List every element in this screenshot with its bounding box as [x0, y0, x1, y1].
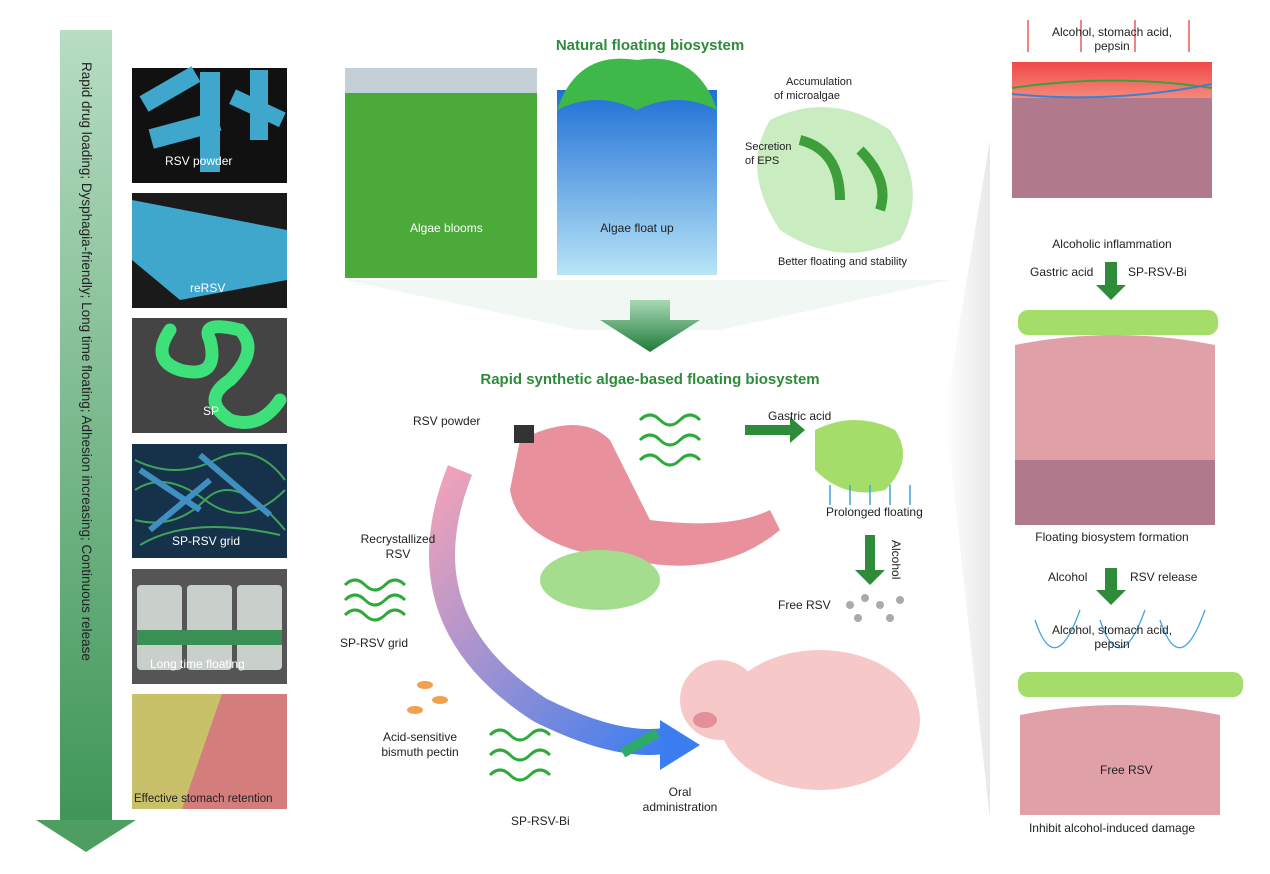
alcohol-label: Alcohol	[889, 540, 903, 579]
bismuth-pectin-icon	[407, 681, 448, 714]
free-rsv-particles	[846, 594, 904, 622]
sp-rsv-bi-label: SP-RSV-Bi	[511, 814, 570, 828]
release-arrows	[1034, 609, 1206, 649]
sp-rsv-bi-icon	[488, 728, 552, 782]
sem-rersv: reRSV	[132, 193, 287, 308]
panel-label: RSV powder	[165, 154, 232, 168]
floating-layer	[1018, 672, 1243, 697]
agents-label-2: Alcohol, stomach acid,pepsin	[1052, 623, 1172, 651]
synthetic-title: Rapid synthetic algae-based floating bio…	[480, 371, 819, 388]
sp-rsv-bi-stomach-icon	[638, 413, 702, 467]
damage-arrows	[1027, 20, 1190, 52]
photo-label: Algae blooms	[410, 221, 483, 235]
zoom-wedge	[945, 140, 990, 820]
panel-label: Effective stomach retention	[134, 793, 273, 805]
healthy-tissue	[1015, 335, 1215, 525]
down-arrow	[600, 300, 700, 352]
panel-label: Algae float up	[600, 221, 674, 235]
syringe-icon	[620, 728, 660, 758]
rsv-powder-label: RSV powder	[413, 414, 480, 428]
progress-arrow	[36, 30, 136, 852]
down-arrow	[1096, 568, 1126, 605]
free-rsv-label: Free RSV	[778, 598, 831, 612]
panel-label: reRSV	[190, 281, 225, 295]
algae-float-panel: Algae float up	[557, 58, 717, 275]
agents-label: Alcohol, stomach acid,pepsin	[1052, 25, 1172, 53]
pig-illustration	[680, 650, 920, 790]
photo-algae-blooms: Algae blooms	[345, 68, 537, 278]
floating-grid-icon	[815, 420, 903, 493]
photo-vials: Long time floating	[132, 569, 287, 684]
formation-label: Floating biosystem formation	[1035, 530, 1188, 544]
down-arrow-alcohol	[855, 535, 885, 585]
sp-rsv-bi-label: SP-RSV-Bi	[1128, 265, 1187, 279]
sem-rsv-powder: RSV powder	[132, 66, 287, 183]
natural-title: Natural floating biosystem	[556, 37, 744, 54]
rsv-powder-cubes	[514, 425, 534, 443]
panel-label: Long time floating	[150, 657, 245, 671]
better-label: Better floating and stability	[778, 256, 908, 268]
process-curve-arrow	[429, 465, 673, 755]
free-rsv-label: Free RSV	[1100, 763, 1153, 777]
panel-label: SP-RSV grid	[172, 534, 240, 548]
upward-arrows	[829, 485, 911, 505]
sem-sp-rsv-grid: SP-RSV grid	[132, 444, 287, 558]
gastric-acid-label: Gastric acid	[768, 409, 831, 423]
gastric-acid-label: Gastric acid	[1030, 265, 1093, 279]
sem-sp: SP	[132, 318, 287, 433]
alcohol-label: Alcohol	[1048, 570, 1087, 584]
right-arrow	[745, 417, 805, 443]
stomach-illustration	[510, 425, 780, 610]
down-arrow	[1096, 262, 1126, 300]
arrow-head	[660, 720, 700, 770]
inflammation-label: Alcoholic inflammation	[1052, 237, 1171, 251]
floating-layer	[1018, 310, 1218, 335]
inhibit-label: Inhibit alcohol-induced damage	[1029, 821, 1195, 835]
panel-label: SP	[203, 404, 219, 418]
inflamed-tissue	[1011, 62, 1213, 198]
photo-stomach: Effective stomach retention	[132, 694, 287, 809]
sp-rsv-grid-icon	[343, 578, 407, 622]
rsv-release-label: RSV release	[1130, 570, 1198, 584]
arrow-text: Rapid drug loading; Dysphagia-friendly; …	[79, 62, 94, 661]
protected-tissue	[1020, 705, 1220, 815]
prolonged-floating-label: Prolonged floating	[826, 505, 923, 519]
sp-rsv-grid-label: SP-RSV grid	[340, 636, 408, 650]
